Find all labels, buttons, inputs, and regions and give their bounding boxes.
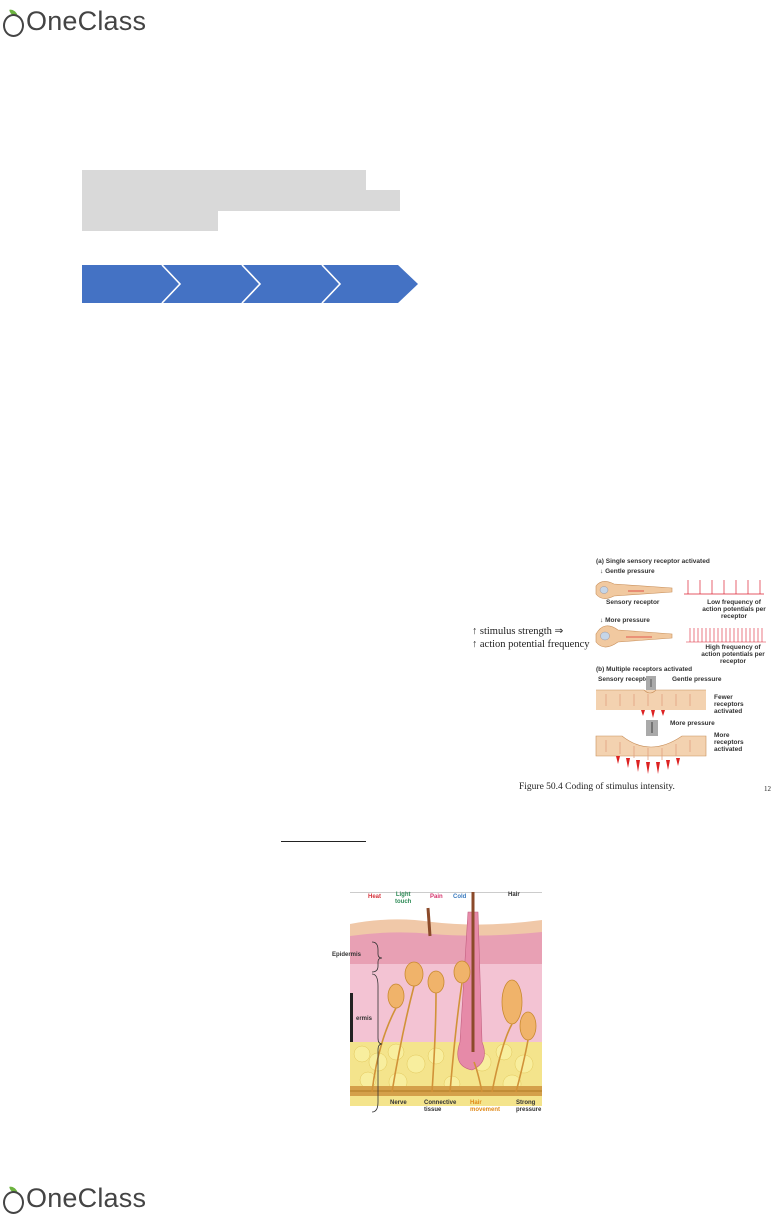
underline-rule (281, 841, 366, 842)
more-pressure-b-label: More pressure (670, 720, 715, 727)
nerve-fibers (371, 982, 529, 1093)
chevron-bar-fill (82, 265, 418, 303)
hair-movement-label: Hair movement (470, 1100, 501, 1113)
epidermis-layer (350, 932, 542, 968)
activated-arrows-few (641, 710, 665, 718)
redacted-line-1 (82, 170, 366, 191)
logo-text: OneClass (26, 6, 147, 36)
chevron-divider-1 (161, 265, 182, 303)
panel-b-title: (b) Multiple receptors activated (596, 666, 693, 673)
slide-page-number: 12 (764, 785, 771, 793)
redacted-line-2 (82, 190, 400, 211)
oneclass-logo-top: OneClass (3, 6, 146, 37)
receptors-more (605, 740, 691, 760)
bracket-bar (350, 993, 353, 1042)
cold-label: Cold (453, 894, 467, 900)
hair-left (426, 907, 432, 937)
chevron-divider-3 (321, 265, 342, 303)
layer-braces (371, 941, 383, 973)
receptor-more (595, 625, 673, 648)
oneclass-logo-bottom: OneClass (3, 1183, 146, 1214)
nerve-label: Nerve (390, 1100, 407, 1106)
figure-caption: Figure 50.4 Coding of stimulus intensity… (519, 782, 675, 792)
figure-50-4: (a) Single sensory receptor activated ↓ … (592, 558, 772, 790)
receptors-gentle (605, 694, 691, 706)
pain-label: Pain (430, 894, 443, 900)
hair-follicle (457, 911, 485, 1071)
sensory-receptor-b-label: Sensory receptor (598, 676, 652, 683)
fewer-receptors-label: Fewer receptors activated (714, 694, 744, 715)
low-frequency-spikes (684, 580, 764, 595)
gentle-pressure-label: ↓ Gentle pressure (600, 568, 655, 575)
panel-a-drawing (595, 580, 766, 648)
activated-arrows-many (616, 756, 680, 774)
panel-b-drawing (595, 676, 707, 774)
logo-leaf-icon (3, 1184, 25, 1214)
heat-label: Heat (368, 894, 382, 900)
gentle-pressure-b-label: Gentle pressure (672, 676, 722, 683)
panel-a-title: (a) Single sensory receptor activated (596, 558, 710, 565)
logo-text: OneClass (26, 1183, 147, 1213)
skin-receptors-figure: Heat Light touch Pain Cold Hair Epidermi… (332, 892, 544, 1116)
redacted-line-3 (82, 210, 218, 231)
process-chevron-bar (82, 265, 418, 303)
connective-tissue-label: Connective tissue (424, 1100, 457, 1113)
light-touch-label: Light touch (395, 892, 412, 905)
logo-leaf-icon (3, 7, 25, 37)
sensory-receptor-label: Sensory receptor (606, 599, 660, 606)
stimulus-note-line1: ↑ stimulus strength ⇒ (472, 626, 564, 637)
low-frequency-label: Low frequency of action potentials per r… (702, 599, 766, 620)
hair-label: Hair (508, 892, 520, 898)
stimulus-note-line2: ↑ action potential frequency (472, 639, 590, 650)
dermis-brace (371, 973, 383, 1113)
receptor-gentle (595, 581, 673, 599)
stimulus-note: ↑ stimulus strength ⇒ ↑ action potential… (472, 625, 590, 651)
skin-cross-section (350, 892, 542, 1114)
epidermis-label: Epidermis (332, 952, 362, 958)
strong-pressure-label: Strong pressure (516, 1100, 542, 1113)
high-frequency-label: High frequency of action potentials per … (701, 644, 765, 665)
more-receptors-label: More receptors activated (714, 732, 744, 753)
high-frequency-spikes (686, 628, 766, 643)
dermis-label: ermis (356, 1016, 373, 1022)
more-pressure-label: ↓ More pressure (600, 617, 650, 624)
chevron-divider-2 (241, 265, 262, 303)
